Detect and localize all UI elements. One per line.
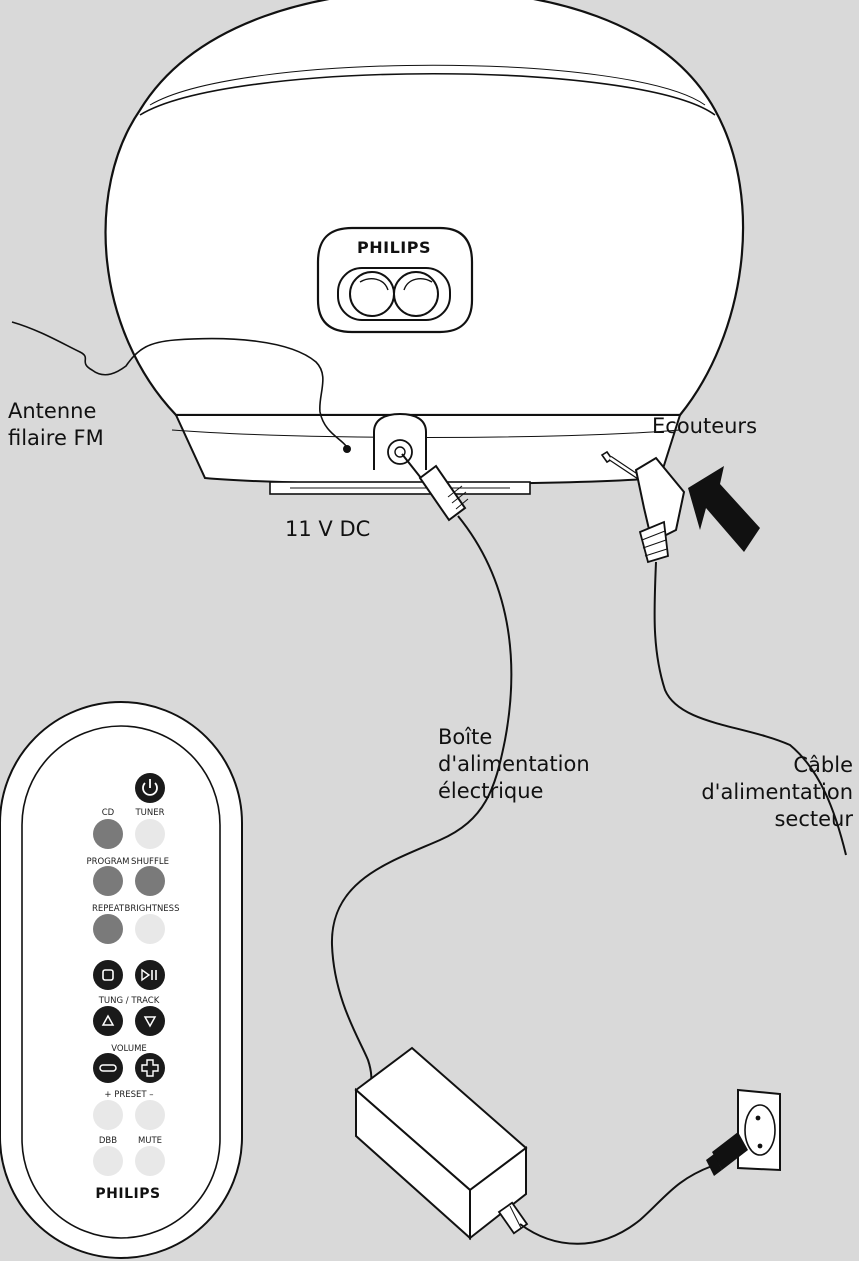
remote-label-mute: MUTE [138,1136,162,1146]
remote-down-button[interactable] [135,1006,165,1036]
stop-icon [102,969,114,981]
minus-icon [99,1064,117,1072]
remote-label-preset: + PRESET – [104,1090,153,1100]
remote-logo: PHILIPS [95,1186,160,1202]
power-icon [142,779,158,796]
mains-cable-label-line1: Câble [793,753,853,777]
remote-tuner-button[interactable] [135,819,165,849]
mains-cable [519,1165,713,1245]
antenna-socket [343,445,351,453]
power-box-label: Boîte d'alimentation électrique [438,724,590,805]
remote-cd-button[interactable] [93,819,123,849]
mains-cable-label-line2: d'alimentation [701,780,853,804]
down-icon [143,1016,157,1028]
remote-preset-minus-button[interactable] [135,1100,165,1130]
remote-label-dbb: DBB [99,1136,117,1146]
speaker-unit: PHILIPS [104,0,745,495]
remote-repeat-button[interactable] [93,914,123,944]
headphone-plug [600,450,686,564]
wall-socket [706,1088,781,1176]
remote-label-tuning: TUNG / TRACK [98,996,160,1006]
fm-antenna-wire [11,321,347,447]
power-adapter-box [354,1046,529,1241]
remote-label-shuffle: SHUFFLE [131,857,169,867]
antenna-label-line1: Antenne [8,399,97,423]
insert-arrow [688,466,760,552]
antenna-label: Antenne filaire FM [8,398,104,452]
remote-label-cd: CD [102,808,115,818]
speaker-dome [104,0,745,417]
remote-control: CD TUNER PROGRAM SHUFFLE REPEAT BRIGHTNE… [0,701,243,1259]
remote-preset-plus-button[interactable] [93,1100,123,1130]
dc-plug [401,453,469,522]
remote-volume-down-button[interactable] [93,1053,123,1083]
dc-jack-socket [373,412,427,470]
remote-volume-up-button[interactable] [135,1053,165,1083]
dc-cable [330,515,513,1091]
remote-dbb-button[interactable] [93,1146,123,1176]
antenna-label-line2: filaire FM [8,426,104,450]
remote-label-tuner: TUNER [134,808,164,818]
mains-cable-label: Câble d'alimentation secteur [701,752,853,833]
remote-mute-button[interactable] [135,1146,165,1176]
plus-icon [141,1059,159,1077]
remote-label-repeat: REPEAT [92,904,125,914]
play-pause-icon [141,968,157,982]
remote-label-program: PROGRAM [86,857,129,867]
headphone-cable [653,561,847,856]
docking-knob-right [393,271,439,317]
speaker-logo-plate: PHILIPS [316,226,474,334]
mains-cable-label-line3: secteur [774,807,853,831]
power-box-label-line1: Boîte [438,725,493,749]
remote-stop-button[interactable] [93,960,123,990]
dc-input-label: 11 V DC [285,517,371,541]
remote-shuffle-button[interactable] [135,866,165,896]
power-box-label-line2: d'alimentation [438,752,590,776]
remote-label-volume: VOLUME [111,1044,147,1054]
remote-label-brightness: BRIGHTNESS [125,904,180,914]
remote-up-button[interactable] [93,1006,123,1036]
remote-program-button[interactable] [93,866,123,896]
up-icon [101,1014,115,1026]
power-box-label-line3: électrique [438,779,544,803]
speaker-logo: PHILIPS [357,238,431,257]
remote-brightness-button[interactable] [135,914,165,944]
headphones-label: Ecouteurs [652,414,758,438]
